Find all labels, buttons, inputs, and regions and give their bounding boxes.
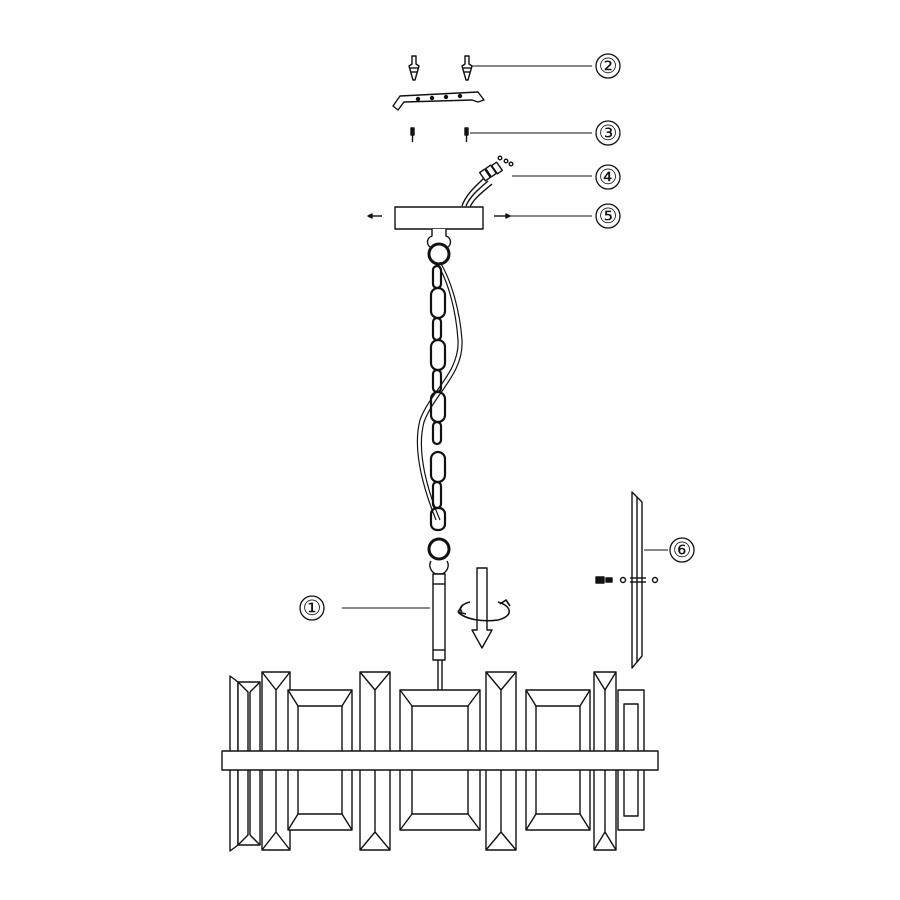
callout-1: ① — [303, 596, 322, 620]
rotate-arrow-icon — [457, 567, 511, 649]
wire-connectors — [461, 155, 514, 208]
mounting-screw-right — [461, 55, 473, 81]
mounting-screw-left — [408, 55, 420, 81]
panel-screw — [595, 576, 659, 584]
callout-5: ⑤ — [599, 204, 618, 228]
callout-circles — [299, 53, 695, 621]
callout-2: ② — [599, 54, 618, 78]
bracket-screw-right — [464, 127, 469, 142]
lamp-body — [221, 671, 659, 852]
body-loop — [427, 537, 451, 575]
callout-leaders — [342, 65, 668, 609]
callout-4: ④ — [599, 165, 618, 189]
canopy-loop — [426, 229, 452, 266]
power-cord — [416, 261, 463, 521]
mounting-bracket — [392, 91, 485, 111]
callout-3: ③ — [599, 121, 618, 145]
glass-panel — [630, 491, 646, 669]
down-rod — [432, 573, 446, 694]
bracket-screw-left — [410, 127, 415, 142]
callout-6: ⑥ — [673, 538, 692, 562]
canopy — [367, 206, 511, 230]
